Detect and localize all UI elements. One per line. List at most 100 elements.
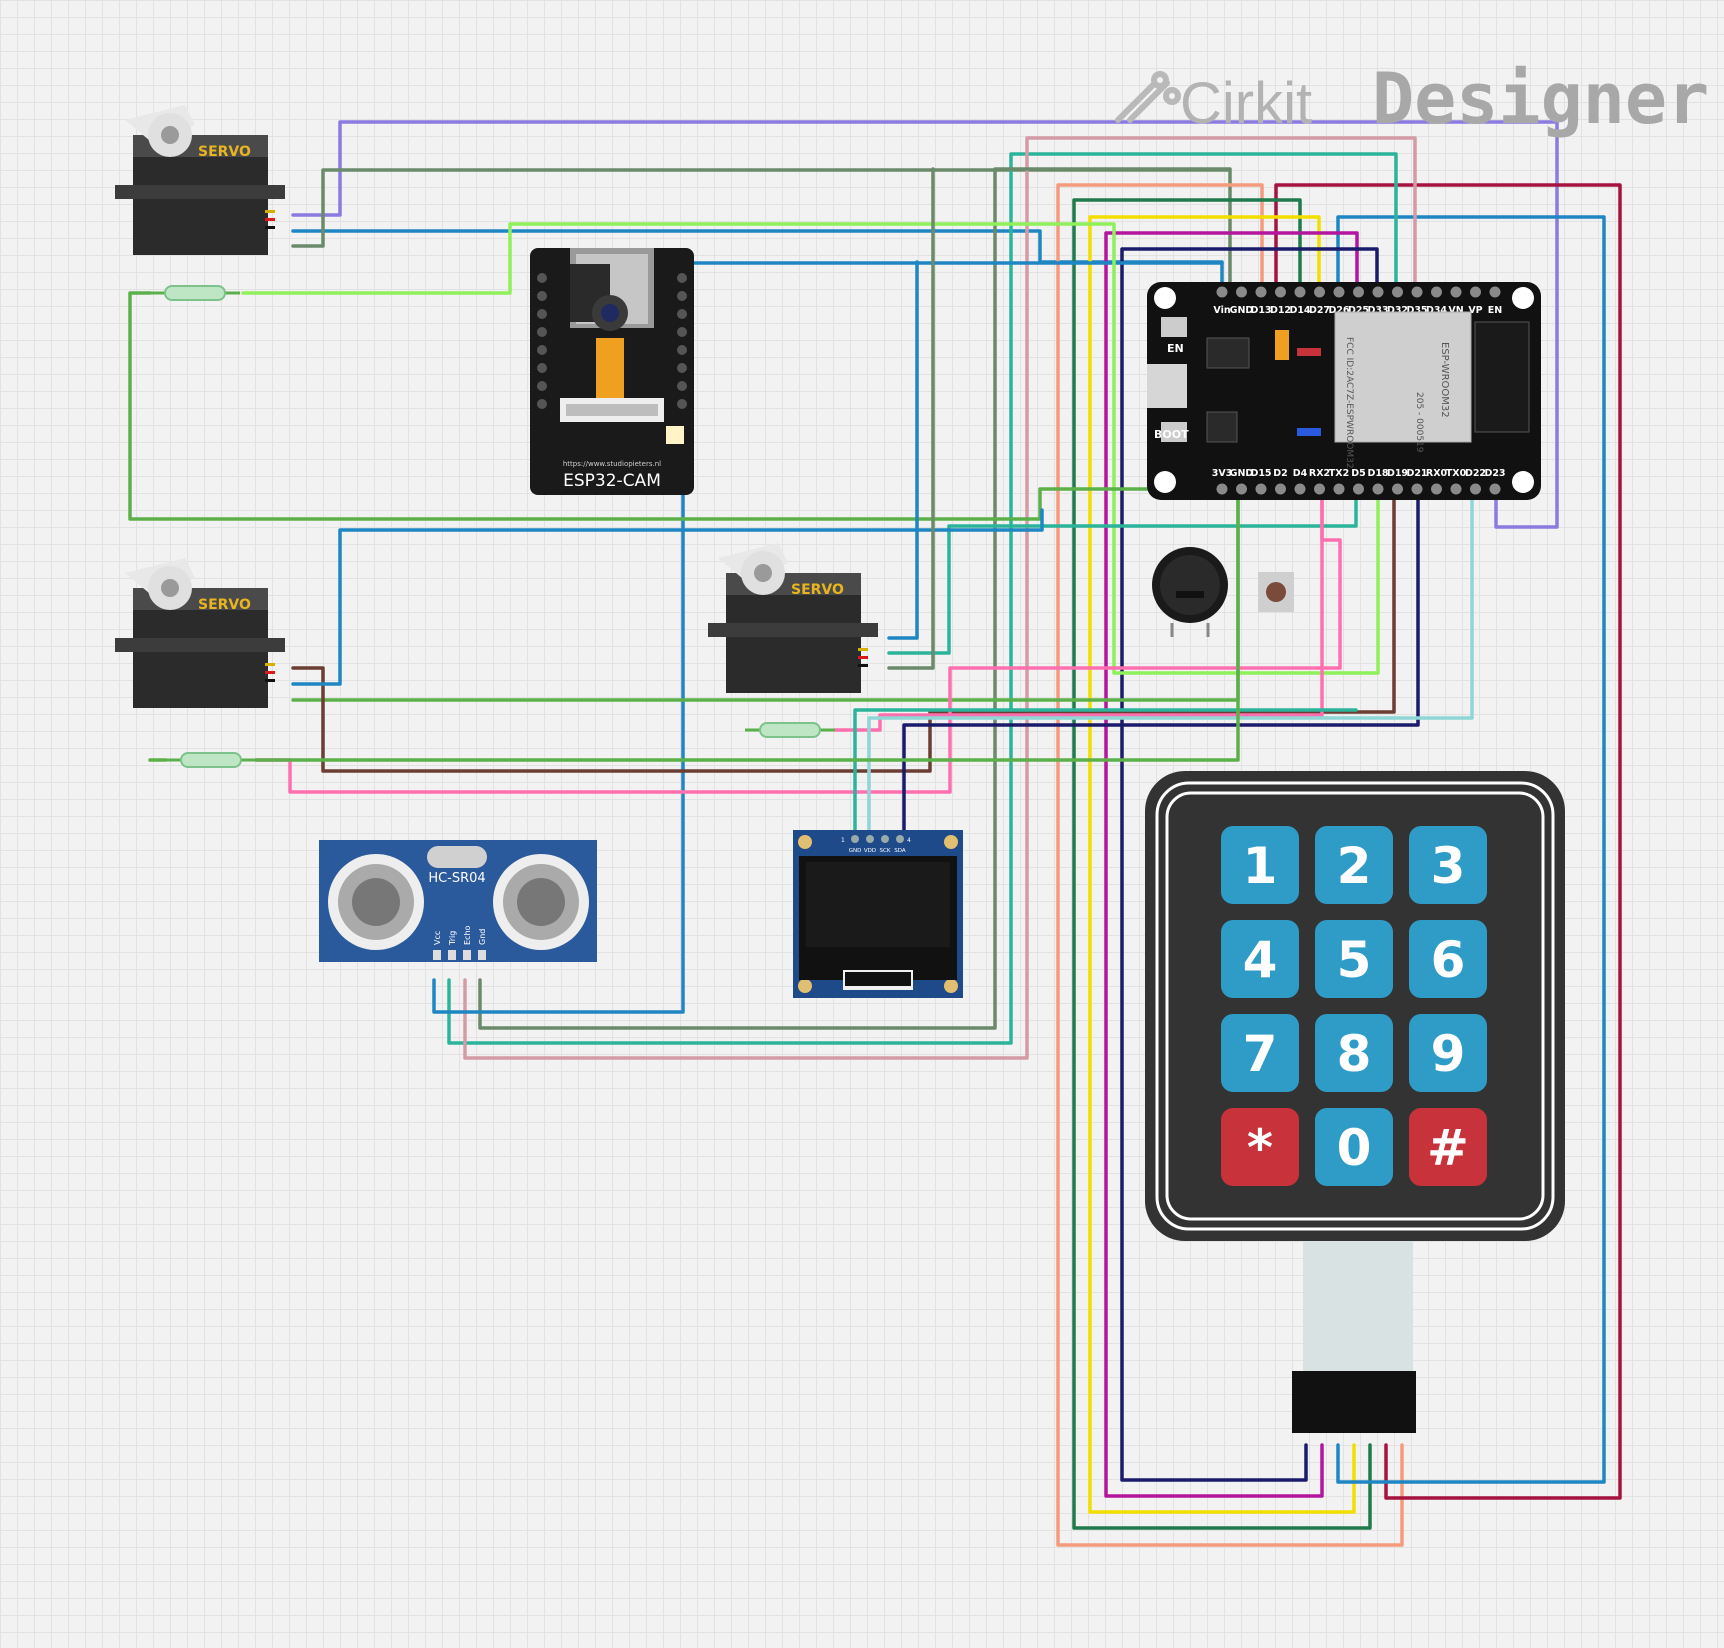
wire (291, 508, 1044, 686)
esp32-pin[interactable] (1392, 483, 1403, 495)
esp32-pin[interactable] (1353, 483, 1364, 495)
esp32-pin[interactable] (1294, 286, 1306, 298)
servo-label: SERVO (791, 582, 844, 598)
keypad-key-label: 0 (1337, 1119, 1372, 1177)
keypad-key[interactable] (1409, 1108, 1487, 1186)
brand-logo: Cirkit Designer (1115, 58, 1709, 140)
esp32-pin[interactable] (1216, 286, 1228, 298)
esp32-pin-label: GND (1230, 468, 1254, 479)
esp32-pin[interactable] (1392, 286, 1403, 298)
esp32-pin[interactable] (1294, 483, 1306, 495)
esp32-pin[interactable] (1470, 286, 1481, 298)
esp32-pin[interactable] (1333, 483, 1345, 495)
servo-motor[interactable]: SERVO (115, 105, 285, 255)
esp32-pin-label: D21 (1406, 468, 1427, 479)
esp32-pin-label: VN (1448, 305, 1463, 316)
esp32-pin-label: D23 (1484, 468, 1505, 479)
keypad-key[interactable] (1409, 826, 1487, 904)
keypad-key[interactable] (1315, 1014, 1393, 1092)
keypad-key[interactable] (1409, 920, 1487, 998)
wire (887, 167, 935, 670)
buzzer[interactable] (1152, 547, 1228, 637)
oled-pin-num: 1 (841, 837, 845, 844)
wire (254, 487, 1342, 794)
esp32-pin[interactable] (1353, 286, 1364, 298)
keypad-key[interactable] (1409, 1014, 1487, 1092)
esp32-pin-label: D22 (1465, 468, 1486, 479)
keypad-key[interactable] (1221, 826, 1299, 904)
oled-pin[interactable] (881, 835, 889, 843)
wire (291, 487, 1396, 773)
esp32-pin[interactable] (1372, 286, 1384, 298)
cirkit-logo-icon (1115, 71, 1181, 123)
cam-pins-right (677, 273, 687, 409)
push-button[interactable] (1258, 572, 1294, 612)
oled-pin[interactable] (851, 835, 859, 843)
wire (1120, 247, 1379, 1482)
esp32-pin[interactable] (1314, 483, 1325, 495)
esp32-pin[interactable] (1216, 483, 1228, 495)
servo-motor[interactable]: SERVO (115, 558, 285, 708)
cam-pins-left (537, 273, 547, 409)
esp32-pin-label: RX2 (1309, 468, 1330, 479)
esp32-pin[interactable] (1236, 286, 1247, 298)
keypad-key[interactable] (1221, 1014, 1299, 1092)
esp32-pin[interactable] (1411, 286, 1423, 298)
esp32-pin[interactable] (1470, 483, 1481, 495)
esp32-pin[interactable] (1333, 286, 1345, 298)
esp32-pin[interactable] (1255, 286, 1267, 298)
esp32-cam-board[interactable]: https://www.studiopieters.nl ESP32-CAM (530, 248, 694, 495)
esp32-pin[interactable] (1450, 483, 1462, 495)
esp32-pin-label: D12 (1270, 305, 1291, 316)
esp32-pin[interactable] (1450, 286, 1462, 298)
reed-switch[interactable] (745, 722, 835, 738)
wire (291, 168, 1232, 291)
wire (291, 229, 1224, 291)
wire (902, 487, 1420, 840)
esp32-pin[interactable] (1431, 483, 1442, 495)
esp32-pin[interactable] (1275, 286, 1286, 298)
wire (1336, 215, 1606, 1484)
keypad-key[interactable] (1315, 826, 1393, 904)
keypad-key-label: 8 (1337, 1025, 1372, 1083)
oled-pin[interactable] (896, 835, 904, 843)
servo-label: SERVO (198, 144, 251, 160)
keypad-key[interactable] (1221, 1108, 1299, 1186)
servo-motor[interactable]: SERVO (708, 543, 878, 693)
esp32-pin-label: D34 (1426, 305, 1447, 316)
wire (1274, 183, 1622, 1500)
reed-switch[interactable] (166, 752, 256, 768)
esp32-pin[interactable] (1489, 286, 1501, 298)
wire (867, 487, 1474, 840)
esp32-pin-label: D5 (1351, 468, 1366, 479)
esp32-pin[interactable] (1275, 483, 1286, 495)
esp32-pin[interactable] (1431, 286, 1442, 298)
keypad-key[interactable] (1221, 920, 1299, 998)
esp32-pin[interactable] (1314, 286, 1325, 298)
oled-pin-label: SCK (880, 848, 891, 854)
keypad-key[interactable] (1315, 920, 1393, 998)
hcsr04-label: HC-SR04 (428, 871, 485, 886)
reed-switch[interactable] (150, 285, 240, 301)
esp32-pin-label: D15 (1250, 468, 1271, 479)
keypad-key-label: 4 (1243, 931, 1278, 989)
wires (128, 120, 1622, 1547)
esp32-pin[interactable] (1255, 483, 1267, 495)
esp32-pin-label: D25 (1348, 305, 1369, 316)
servo-label: SERVO (198, 597, 251, 613)
wire (463, 136, 1417, 1060)
esp32-pin[interactable] (1411, 483, 1423, 495)
esp32-pin[interactable] (1236, 483, 1247, 495)
oled-pin[interactable] (866, 835, 874, 843)
esp32-pin[interactable] (1372, 483, 1384, 495)
keypad-key[interactable] (1315, 1108, 1393, 1186)
keypad-key-label: 1 (1243, 837, 1278, 895)
esp32-pin[interactable] (1489, 483, 1501, 495)
module-text: ESP-WROOM32 (1439, 342, 1450, 418)
esp32-pin-label: Vin (1213, 305, 1230, 316)
